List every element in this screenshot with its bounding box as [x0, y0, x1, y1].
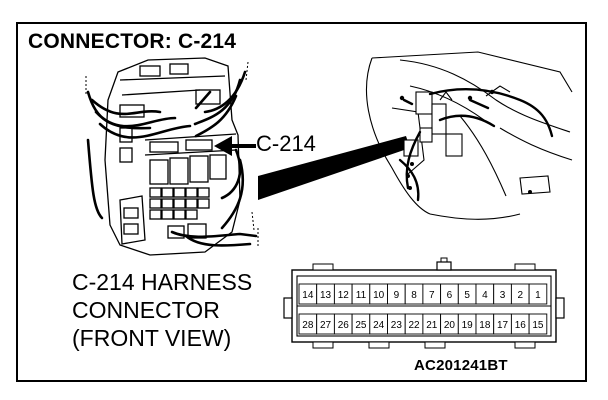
junction-block-illustration [104, 57, 241, 256]
pin-cell-grid [298, 283, 548, 335]
diagram-code: AC201241BT [414, 357, 508, 374]
pin-number: 13 [320, 290, 332, 301]
dashboard-small-marks [399, 89, 532, 194]
harness-connector-front-view [283, 257, 565, 349]
pin-number: 7 [429, 290, 435, 301]
connector-callout-label: C-214 [256, 131, 316, 156]
pin-number: 2 [517, 290, 523, 301]
pin-number: 16 [515, 320, 527, 331]
pin-number: 28 [302, 320, 314, 331]
pin-number: 23 [391, 320, 403, 331]
pin-number: 11 [356, 290, 367, 301]
pin-number: 22 [408, 320, 420, 331]
pin-number: 24 [373, 320, 385, 331]
pin-number: 21 [426, 320, 438, 331]
pin-number: 14 [302, 290, 314, 301]
pin-number: 27 [320, 320, 332, 331]
harness-wires [86, 70, 258, 247]
caption-line-1: C-214 HARNESS [72, 269, 253, 295]
caption-line-3: (FRONT VIEW) [72, 325, 232, 351]
harness-caption: C-214 HARNESS CONNECTOR (FRONT VIEW) [72, 268, 252, 352]
pin-number: 8 [411, 290, 417, 301]
pin-number: 20 [444, 320, 456, 331]
pin-number: 26 [338, 320, 350, 331]
dashboard-harness [398, 88, 554, 202]
caption-line-2: CONNECTOR [72, 297, 220, 323]
diagram-title: CONNECTOR: C-214 [28, 30, 237, 53]
pin-number: 25 [355, 320, 367, 331]
pin-number: 1 [535, 290, 541, 301]
pin-number: 18 [479, 320, 491, 331]
pin-number: 19 [462, 320, 474, 331]
pin-number: 9 [394, 290, 400, 301]
pin-number: 15 [532, 320, 544, 331]
pin-number: 12 [338, 290, 350, 301]
pin-cell [528, 313, 548, 335]
pin-number: 3 [500, 290, 506, 301]
pin-cell [528, 283, 548, 305]
diagram-frame [16, 22, 587, 382]
dashboard-illustration [366, 51, 573, 220]
wire-ends [85, 61, 259, 248]
pin-number: 4 [482, 290, 488, 301]
pin-number: 10 [373, 290, 385, 301]
pin-number: 6 [447, 290, 453, 301]
pin-number: 17 [497, 320, 509, 331]
callout-arrow [214, 136, 256, 156]
location-pointer-wedge [258, 136, 410, 200]
pin-number: 5 [464, 290, 470, 301]
